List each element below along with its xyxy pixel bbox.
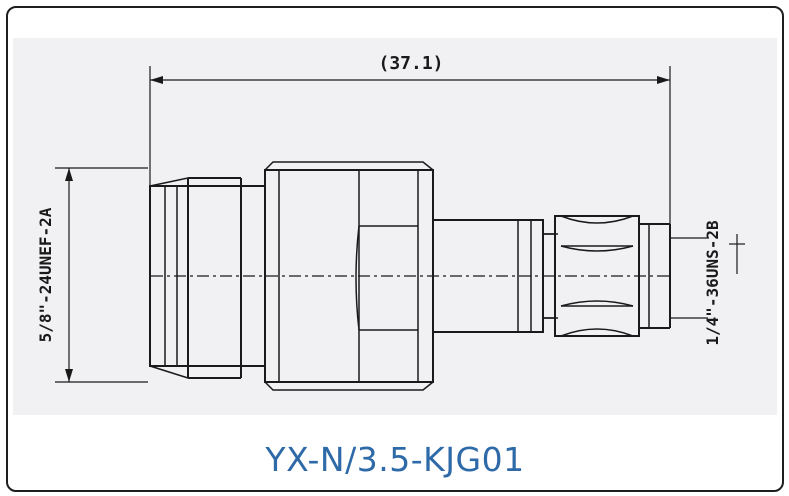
sma-male-nut xyxy=(554,215,671,337)
left-thread-dimension xyxy=(55,167,148,383)
overall-length-label: (37.1) xyxy=(378,53,443,74)
right-thread-label: 1/4"-36UNS-2B xyxy=(703,220,722,346)
product-card: (37.1) 5/8"-24UNEF-2A 1/4"-36UNS-2B YX-N… xyxy=(6,6,784,492)
technical-drawing: (37.1) 5/8"-24UNEF-2A 1/4"-36UNS-2B xyxy=(13,38,777,415)
left-thread-label: 5/8"-24UNEF-2A xyxy=(36,207,55,342)
n-coupling-nut xyxy=(149,177,266,379)
connector-drawing: (37.1) 5/8"-24UNEF-2A 1/4"-36UNS-2B xyxy=(36,53,745,391)
right-thread-dimension xyxy=(670,234,745,319)
overall-length-dimension xyxy=(149,66,671,230)
model-caption: YX-N/3.5-KJG01 xyxy=(265,440,525,479)
